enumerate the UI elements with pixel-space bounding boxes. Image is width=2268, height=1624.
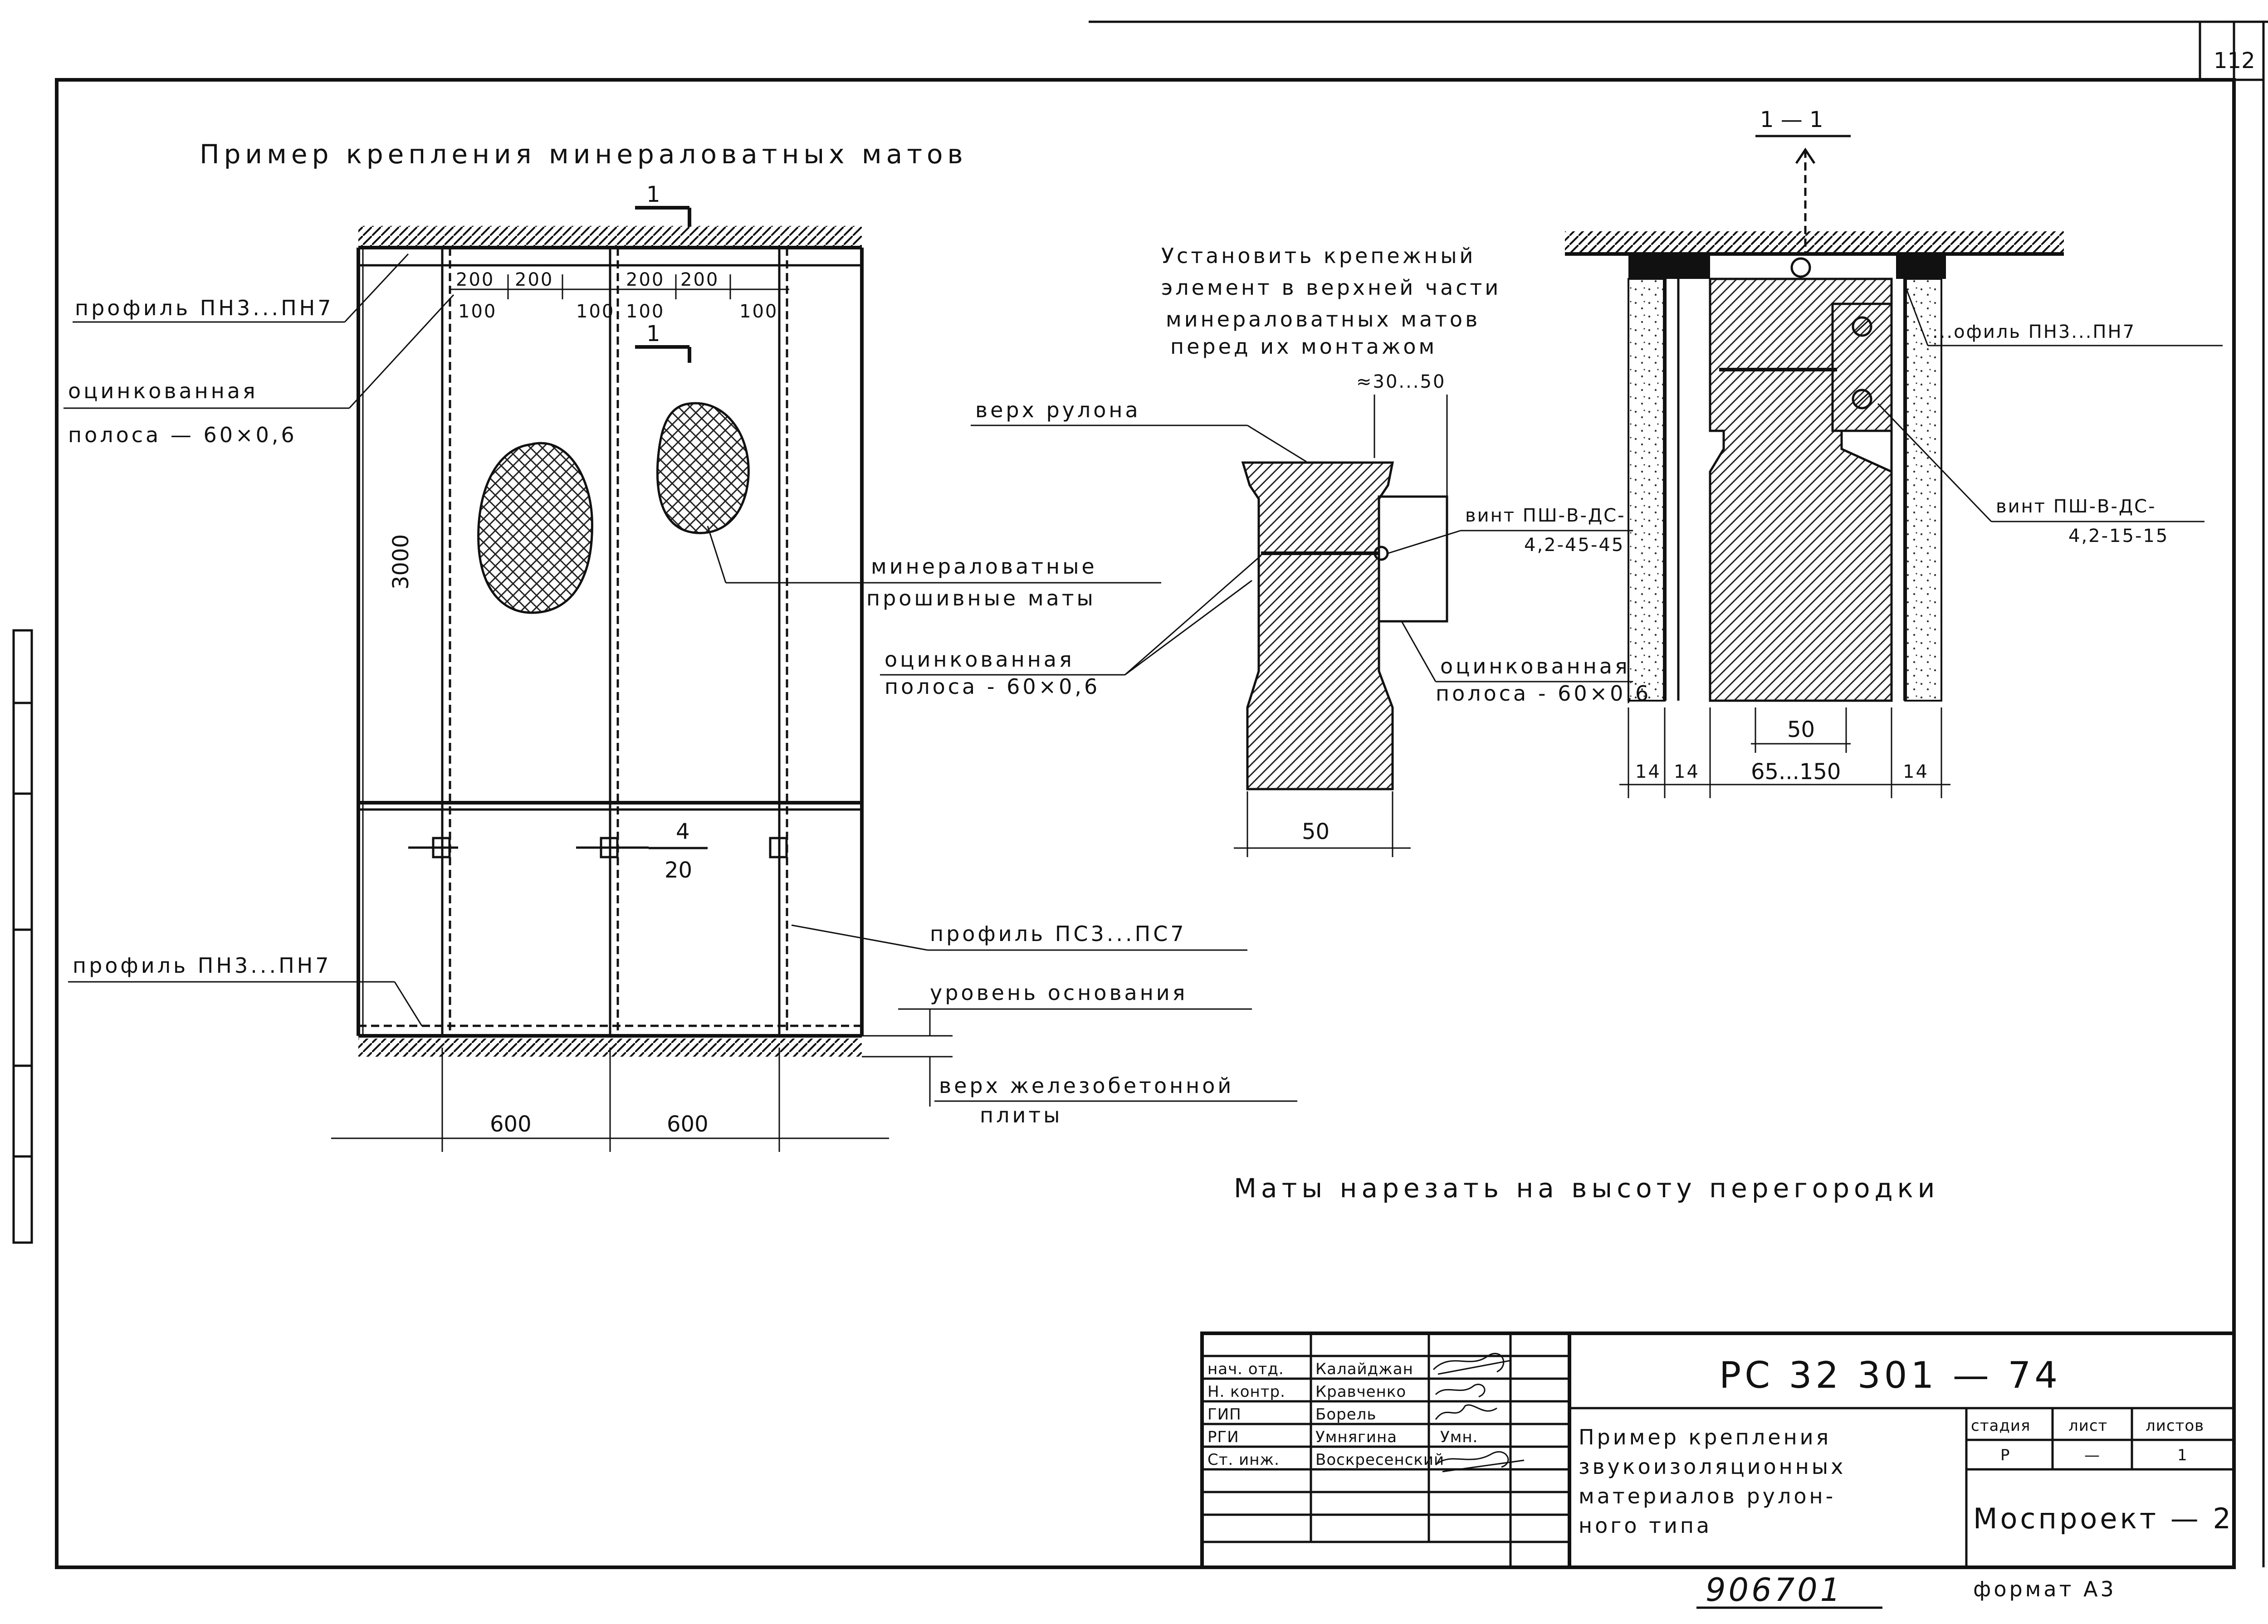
fastener-mark-den: 20	[665, 858, 692, 883]
tb-name-3: Борель	[1315, 1405, 1376, 1424]
note-mats: Маты нарезать на высоту перегородки	[1234, 1173, 1939, 1204]
dim-bottom-1: 600	[490, 1112, 532, 1137]
tb-title-2: звукоизоляционных	[1579, 1454, 1846, 1479]
detail-note-2: элемент в верхней части	[1161, 275, 1501, 300]
dim-edge-1: 100	[458, 301, 497, 322]
label-profile-bottom: профиль ПН3...ПН7	[73, 953, 332, 978]
label-slab-2: плиты	[980, 1103, 1063, 1127]
sheet-number: 112	[2214, 48, 2255, 73]
front-view: 4 20 1 1 200 200 200 200 100 100 100 100…	[331, 182, 889, 1152]
tb-role-3: ГИП	[1207, 1405, 1242, 1424]
tb-role-5: Ст. инж.	[1207, 1451, 1280, 1469]
detail-dim-range: ≈30...50	[1356, 371, 1446, 392]
detail-strip-2: полоса - 60×0,6	[1436, 681, 1651, 706]
section-dim-3: 65...150	[1751, 759, 1841, 785]
front-view-labels: профиль ПН3...ПН7 оцинкованная полоса — …	[64, 253, 1297, 1127]
section-profile: ...офиль ПН3...ПН7	[1932, 322, 2136, 342]
dim-edge-4: 100	[739, 301, 778, 322]
format-label: формат А3	[1973, 1577, 2116, 1601]
tb-org: Моспроект — 2	[1973, 1502, 2234, 1535]
tb-stage-v: Р	[2000, 1446, 2010, 1464]
label-slab-1: верх железобетонной	[939, 1073, 1234, 1098]
detail-roll-top: верх рулона	[975, 398, 1141, 422]
roll-detail: Установить крепежный элемент в верхней ч…	[971, 244, 1651, 857]
tb-role-4: РГИ	[1207, 1428, 1239, 1446]
section-view: 1 — 1 ...офиль ПН3...ПН7 винт ПШ-В-ДС-	[1565, 107, 2223, 798]
tb-stage-h: стадия	[1971, 1417, 2030, 1435]
dim-edge-3: 100	[626, 301, 665, 322]
dim-top-4: 200	[680, 269, 719, 290]
label-strip-mid-2: полоса - 60×0,6	[885, 674, 1100, 699]
dim-height: 3000	[388, 534, 414, 590]
tb-name-2: Кравченко	[1315, 1383, 1406, 1401]
dim-bottom-2: 600	[667, 1112, 709, 1137]
dim-top-1: 200	[456, 269, 494, 290]
tb-sheet-v: —	[2084, 1446, 2100, 1464]
title-block: нач. отд. Калайджан Н. контр. Кравченко …	[1200, 1331, 2236, 1569]
tb-sheets-v: 1	[2177, 1446, 2188, 1464]
detail-note-1: Установить крепежный	[1161, 244, 1476, 268]
tb-name-5: Воскресенский	[1315, 1451, 1444, 1469]
tb-title-3: материалов рулон-	[1579, 1484, 1836, 1508]
section-dim-2: 14	[1674, 761, 1700, 782]
detail-note-4: перед их монтажом	[1170, 334, 1437, 359]
section-screw-2: 4,2-15-15	[2068, 526, 2169, 546]
section-screw-1: винт ПШ-В-ДС-	[1996, 496, 2156, 517]
sheet-frame: 112	[12, 20, 2268, 1569]
detail-screw-2: 4,2-45-45	[1524, 535, 1624, 556]
detail-dim-width: 50	[1302, 819, 1330, 844]
section-mark-top: 1	[646, 182, 660, 207]
tb-role-1: нач. отд.	[1207, 1360, 1284, 1378]
tb-title-4: ного типа	[1579, 1513, 1712, 1538]
fastener-mark-num: 4	[676, 819, 690, 844]
tb-signature-text: Умн.	[1440, 1428, 1478, 1446]
tb-doc-code: РС 32 301 — 74	[1719, 1354, 2061, 1396]
label-strip-front-1: оцинкованная	[68, 379, 258, 403]
section-dim-50: 50	[1787, 717, 1815, 742]
section-dim-4: 14	[1903, 761, 1929, 782]
detail-screw-1: винт ПШ-В-ДС-	[1465, 505, 1626, 526]
tb-name-4: Умнягина	[1315, 1428, 1397, 1446]
label-profile-ps: профиль ПС3...ПС7	[930, 922, 1187, 946]
label-wool-1: минераловатные	[871, 554, 1097, 579]
dim-edge-2: 100	[576, 301, 615, 322]
label-wool-2: прошивные маты	[866, 586, 1096, 610]
label-strip-front-2: полоса — 60×0,6	[68, 423, 297, 447]
section-dim-1: 14	[1635, 761, 1661, 782]
label-profile-top: профиль ПН3...ПН7	[75, 296, 334, 320]
tb-title-1: Пример крепления	[1579, 1425, 1831, 1449]
tb-sheets-h: листов	[2146, 1417, 2204, 1435]
tb-name-1: Калайджан	[1315, 1360, 1413, 1378]
signatures	[1432, 1353, 1525, 1473]
dim-top-3: 200	[626, 269, 665, 290]
tb-sheet-h: лист	[2068, 1417, 2107, 1435]
main-title: Пример крепления минераловатных матов	[200, 139, 968, 170]
detail-strip-1: оцинкованная	[1440, 654, 1630, 678]
label-strip-mid-1: оцинкованная	[885, 647, 1075, 672]
tb-role-2: Н. контр.	[1207, 1383, 1286, 1401]
dim-top-2: 200	[515, 269, 553, 290]
section-title: 1 — 1	[1760, 107, 1823, 132]
detail-note-3: минераловатных матов	[1166, 307, 1480, 332]
label-base-level: уровень основания	[930, 980, 1188, 1005]
section-mark-bottom: 1	[646, 321, 660, 346]
inventory-number: 906701	[1706, 1571, 1843, 1609]
